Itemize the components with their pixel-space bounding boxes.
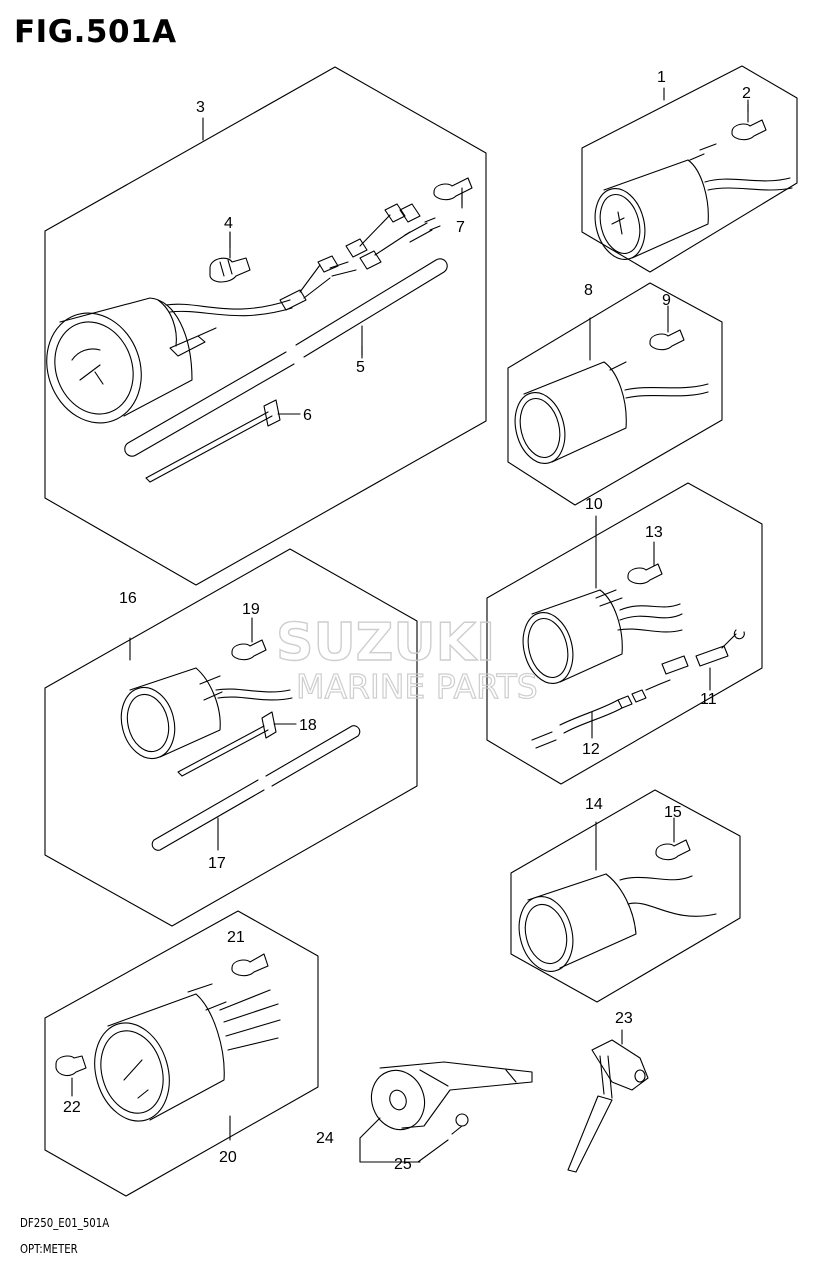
sender-part-23 (567, 1029, 649, 1173)
callout-11: 11 (700, 691, 717, 708)
bulb-part-15 (655, 817, 691, 861)
callout-25: 25 (394, 1156, 412, 1173)
bulb-part-22 (55, 1055, 87, 1097)
callout-3: 3 (196, 99, 205, 116)
group-box-14 (510, 789, 741, 1003)
callout-labels: 1 2 3 4 5 6 7 8 9 10 11 12 13 14 15 16 1… (63, 69, 751, 1173)
callout-21: 21 (227, 929, 245, 946)
callout-12: 12 (582, 741, 600, 758)
cable-tie-part-18 (177, 711, 297, 777)
callout-18: 18 (299, 717, 317, 734)
wire-part-11 (661, 629, 745, 691)
group-box-10 (486, 482, 763, 785)
callout-19: 19 (242, 601, 260, 618)
group-box-3 (44, 66, 487, 586)
group-box-1 (581, 65, 798, 273)
watermark: SUZUKI MARINE PARTS (275, 612, 538, 706)
callout-bracket-24-25 (359, 1117, 449, 1163)
footer-code: DF250_E01_501A (20, 1216, 110, 1230)
screw-part-25 (451, 1113, 469, 1135)
tachometer-gauge (46, 297, 293, 424)
callout-23: 23 (615, 1010, 633, 1027)
callout-leaders (202, 87, 749, 415)
group-box-16 (44, 548, 418, 927)
footer-name: OPT:METER (20, 1242, 78, 1256)
callout-9: 9 (662, 292, 671, 309)
callout-1: 1 (657, 69, 666, 86)
bulb-part-21 (231, 953, 269, 977)
wiring-harness-3 (279, 203, 441, 311)
bulb-part-9 (649, 305, 685, 351)
callout-14: 14 (585, 796, 603, 813)
bulb-part-13 (627, 541, 663, 585)
watermark-line1: SUZUKI (276, 613, 495, 673)
callout-13: 13 (645, 524, 663, 541)
callout-24: 24 (316, 1130, 334, 1147)
group-box-20 (44, 910, 319, 1197)
callout-15: 15 (664, 804, 682, 821)
tube-part-17 (151, 725, 361, 851)
socket-part-7 (433, 177, 473, 206)
gauge-part-8 (514, 317, 709, 464)
callout-22: 22 (63, 1099, 81, 1116)
wire-part-12 (531, 679, 671, 749)
bulb-part-19 (231, 617, 267, 661)
bracket-part-24 (370, 1061, 533, 1131)
cable-tie-part-6 (145, 399, 301, 483)
figure-title: FIG.501A (14, 14, 177, 50)
bulb-part-2 (731, 103, 767, 141)
callout-16: 16 (119, 590, 137, 607)
callout-5: 5 (356, 359, 365, 376)
callout-7: 7 (456, 219, 465, 236)
group-box-8 (507, 282, 723, 506)
callout-17: 17 (208, 855, 226, 872)
watermark-line2: MARINE PARTS (296, 667, 538, 706)
gauge-part-14 (518, 821, 717, 972)
gauge-part-1 (594, 143, 793, 260)
callout-20: 20 (219, 1149, 237, 1166)
callout-8: 8 (584, 282, 593, 299)
callout-4: 4 (224, 215, 233, 232)
gauge-part-10 (522, 515, 683, 684)
callout-6: 6 (303, 407, 312, 424)
callout-10: 10 (585, 496, 603, 513)
callout-2: 2 (742, 85, 751, 102)
gauge-part-16 (120, 637, 293, 760)
gauge-part-20 (94, 983, 281, 1141)
tube-part-5 (124, 258, 448, 457)
